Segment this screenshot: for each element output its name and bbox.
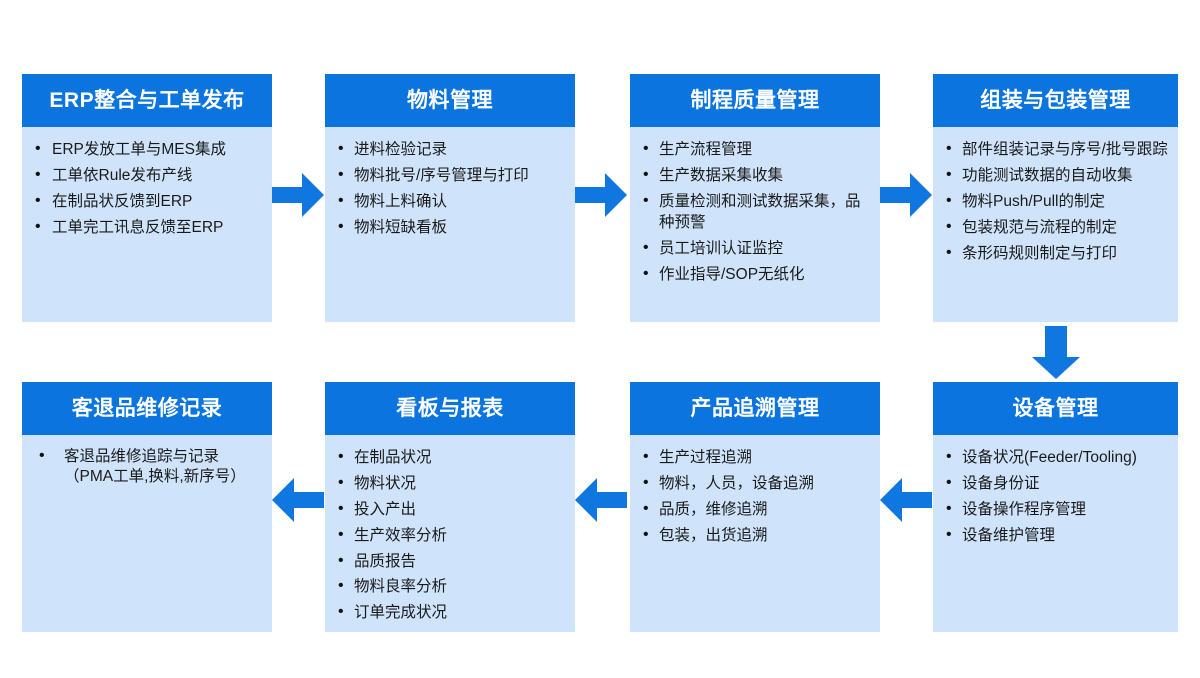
process-box-body: ERP发放工单与MES集成 工单依Rule发布产线 在制品状反馈到ERP 工单完… — [22, 127, 272, 322]
process-box-dashboard-and-reports[interactable]: 看板与报表 在制品状况 物料状况 投入产出 生产效率分析 品质报告 物料良率分析… — [325, 382, 575, 632]
process-box-body: 生产流程管理 生产数据采集收集 质量检测和测试数据采集，品种预警 员工培训认证监… — [630, 127, 880, 322]
bullet-list: 客退品维修追踪与记录（PMA工单,换料,新序号） — [30, 446, 262, 487]
list-item: 投入产出 — [333, 498, 565, 520]
process-box-title: 制程质量管理 — [630, 74, 880, 127]
list-item: 客退品维修追踪与记录（PMA工单,换料,新序号） — [30, 446, 262, 487]
list-item: 品质，维修追溯 — [638, 498, 870, 520]
process-box-title: ERP整合与工单发布 — [22, 74, 272, 127]
list-item: 物料，人员，设备追溯 — [638, 472, 870, 494]
list-item: 生产过程追溯 — [638, 446, 870, 468]
list-item: 生产流程管理 — [638, 138, 870, 160]
process-box-material-management[interactable]: 物料管理 进料检验记录 物料批号/序号管理与打印 物料上料确认 物料短缺看板 — [325, 74, 575, 322]
process-box-body: 客退品维修追踪与记录（PMA工单,换料,新序号） — [22, 435, 272, 632]
bullet-list: 在制品状况 物料状况 投入产出 生产效率分析 品质报告 物料良率分析 订单完成状… — [333, 446, 565, 624]
process-box-assembly-and-packaging-management[interactable]: 组装与包装管理 部件组装记录与序号/批号跟踪 功能测试数据的自动收集 物料Pus… — [933, 74, 1178, 322]
process-box-title: 客退品维修记录 — [22, 382, 272, 435]
list-item: 物料状况 — [333, 472, 565, 494]
list-item: 员工培训认证监控 — [638, 237, 870, 259]
list-item: 生产效率分析 — [333, 524, 565, 546]
process-box-customer-return-repair-record[interactable]: 客退品维修记录 客退品维修追踪与记录（PMA工单,换料,新序号） — [22, 382, 272, 632]
process-box-body: 生产过程追溯 物料，人员，设备追溯 品质，维修追溯 包装，出货追溯 — [630, 435, 880, 632]
arrow-material-to-quality-icon — [575, 172, 628, 218]
arrow-assembly-to-equipment-icon — [1031, 326, 1081, 380]
process-box-body: 进料检验记录 物料批号/序号管理与打印 物料上料确认 物料短缺看板 — [325, 127, 575, 322]
list-item: 品质报告 — [333, 549, 565, 571]
bullet-list: ERP发放工单与MES集成 工单依Rule发布产线 在制品状反馈到ERP 工单完… — [30, 138, 262, 238]
list-item: 设备身份证 — [941, 472, 1168, 494]
list-item: 物料Push/Pull的制定 — [941, 190, 1168, 212]
list-item: 条形码规则制定与打印 — [941, 241, 1168, 263]
process-box-title: 产品追溯管理 — [630, 382, 880, 435]
process-box-body: 部件组装记录与序号/批号跟踪 功能测试数据的自动收集 物料Push/Pull的制… — [933, 127, 1178, 322]
list-item: 物料良率分析 — [333, 575, 565, 597]
process-box-title: 物料管理 — [325, 74, 575, 127]
list-item: 设备维护管理 — [941, 524, 1168, 546]
list-item: 物料批号/序号管理与打印 — [333, 164, 565, 186]
list-item: 功能测试数据的自动收集 — [941, 164, 1168, 186]
list-item: 包装，出货追溯 — [638, 524, 870, 546]
process-box-title: 看板与报表 — [325, 382, 575, 435]
arrow-erp-to-material-icon — [272, 172, 325, 218]
list-item: 部件组装记录与序号/批号跟踪 — [941, 138, 1168, 160]
list-item: 物料上料确认 — [333, 190, 565, 212]
arrow-quality-to-assembly-icon — [880, 172, 933, 218]
list-item: 物料短缺看板 — [333, 216, 565, 238]
arrow-dashboard-to-return-repair-icon — [272, 477, 325, 523]
arrow-equipment-to-traceability-icon — [880, 477, 933, 523]
bullet-list: 生产流程管理 生产数据采集收集 质量检测和测试数据采集，品种预警 员工培训认证监… — [638, 138, 870, 285]
process-box-product-traceability-management[interactable]: 产品追溯管理 生产过程追溯 物料，人员，设备追溯 品质，维修追溯 包装，出货追溯 — [630, 382, 880, 632]
list-item: 质量检测和测试数据采集，品种预警 — [638, 190, 870, 234]
list-item: 订单完成状况 — [333, 601, 565, 623]
list-item: ERP发放工单与MES集成 — [30, 138, 262, 160]
list-item: 在制品状况 — [333, 446, 565, 468]
process-box-equipment-management[interactable]: 设备管理 设备状况(Feeder/Tooling) 设备身份证 设备操作程序管理… — [933, 382, 1178, 632]
list-item: 工单依Rule发布产线 — [30, 164, 262, 186]
list-item: 工单完工讯息反馈至ERP — [30, 216, 262, 238]
list-item: 生产数据采集收集 — [638, 164, 870, 186]
bullet-list: 设备状况(Feeder/Tooling) 设备身份证 设备操作程序管理 设备维护… — [941, 446, 1168, 546]
process-box-title: 组装与包装管理 — [933, 74, 1178, 127]
list-item: 设备操作程序管理 — [941, 498, 1168, 520]
list-item: 进料检验记录 — [333, 138, 565, 160]
process-box-body: 设备状况(Feeder/Tooling) 设备身份证 设备操作程序管理 设备维护… — [933, 435, 1178, 632]
bullet-list: 部件组装记录与序号/批号跟踪 功能测试数据的自动收集 物料Push/Pull的制… — [941, 138, 1168, 264]
list-item: 在制品状反馈到ERP — [30, 190, 262, 212]
process-box-title: 设备管理 — [933, 382, 1178, 435]
list-item: 作业指导/SOP无纸化 — [638, 263, 870, 285]
process-box-body: 在制品状况 物料状况 投入产出 生产效率分析 品质报告 物料良率分析 订单完成状… — [325, 435, 575, 632]
bullet-list: 进料检验记录 物料批号/序号管理与打印 物料上料确认 物料短缺看板 — [333, 138, 565, 238]
list-item: 包装规范与流程的制定 — [941, 216, 1168, 238]
process-box-erp-integration-and-work-order-release[interactable]: ERP整合与工单发布 ERP发放工单与MES集成 工单依Rule发布产线 在制品… — [22, 74, 272, 322]
process-box-process-quality-management[interactable]: 制程质量管理 生产流程管理 生产数据采集收集 质量检测和测试数据采集，品种预警 … — [630, 74, 880, 322]
arrow-traceability-to-dashboard-icon — [575, 477, 628, 523]
list-item: 设备状况(Feeder/Tooling) — [941, 446, 1168, 468]
bullet-list: 生产过程追溯 物料，人员，设备追溯 品质，维修追溯 包装，出货追溯 — [638, 446, 870, 546]
